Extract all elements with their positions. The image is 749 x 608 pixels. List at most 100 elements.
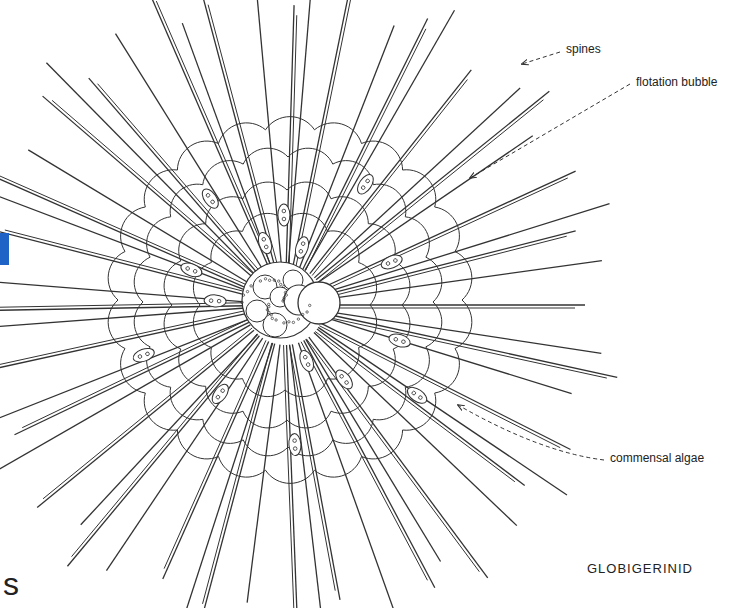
- pore: [250, 285, 252, 287]
- spine: [22, 320, 247, 428]
- spine: [52, 100, 257, 276]
- pore: [285, 294, 287, 296]
- algae-dot: [193, 269, 198, 274]
- pore: [271, 317, 273, 319]
- algae-dot: [365, 178, 370, 183]
- algae-dot: [282, 217, 286, 221]
- spine: [46, 63, 257, 277]
- spine: [306, 339, 441, 561]
- algae-outline: [131, 346, 156, 365]
- spine: [81, 334, 258, 524]
- spine: [290, 345, 323, 608]
- spine: [0, 308, 245, 327]
- spine: [289, 15, 297, 265]
- spine: [28, 150, 251, 284]
- algae-dot: [301, 241, 305, 245]
- algae-dot: [299, 249, 303, 253]
- spine: [288, 0, 311, 265]
- algae-cell: [209, 381, 232, 406]
- algae-outline: [256, 231, 274, 256]
- algae-cell: [293, 235, 311, 260]
- blue-mark: [0, 233, 9, 265]
- pore: [283, 297, 285, 299]
- bubble-outline: [193, 213, 376, 396]
- algae-dot: [339, 374, 344, 379]
- pore: [241, 301, 243, 303]
- pore: [264, 278, 266, 280]
- algae-outline: [354, 172, 376, 197]
- pore: [278, 280, 280, 282]
- pore: [270, 314, 272, 316]
- algae-outline: [204, 294, 227, 307]
- spine: [43, 96, 255, 279]
- algae-dot: [185, 266, 190, 271]
- spine: [301, 342, 427, 581]
- algae-dot: [303, 355, 308, 360]
- spine: [314, 88, 520, 278]
- bubble-outline: [108, 117, 472, 484]
- spine: [321, 171, 575, 288]
- pore: [275, 319, 277, 321]
- algae-dot: [145, 352, 150, 357]
- leader-line: [522, 52, 560, 64]
- algae-outline: [405, 384, 430, 406]
- algae-cell: [199, 186, 221, 211]
- pore: [259, 280, 261, 282]
- pore: [268, 306, 270, 308]
- bubble-outline: [164, 182, 410, 428]
- algae-cell: [288, 433, 302, 456]
- pore: [302, 313, 304, 315]
- pore: [246, 290, 248, 292]
- spine: [0, 325, 250, 474]
- algae-cell: [387, 332, 412, 350]
- spine: [0, 169, 250, 286]
- spine: [43, 328, 252, 499]
- pore: [266, 309, 268, 311]
- algae-dot: [293, 447, 297, 451]
- algae-cell: [179, 260, 204, 279]
- spine: [319, 326, 560, 448]
- spine: [325, 304, 585, 305]
- spine: [0, 320, 248, 423]
- algae-cell: [131, 346, 156, 365]
- algae-dot: [344, 380, 349, 385]
- pore: [283, 322, 285, 324]
- spine: [324, 236, 566, 298]
- spine: [37, 330, 254, 507]
- spine: [293, 0, 353, 266]
- algae-outline: [387, 332, 412, 350]
- algae-outline: [297, 348, 316, 373]
- spine: [321, 323, 571, 449]
- algae-cell: [256, 231, 274, 256]
- spine: [312, 80, 467, 276]
- spine: [306, 339, 479, 572]
- algae-outline: [293, 235, 311, 260]
- spine: [0, 311, 245, 373]
- algae-dot: [262, 237, 267, 242]
- algae-dot: [282, 209, 286, 213]
- leader-line: [470, 84, 630, 178]
- algae-dot: [205, 193, 210, 198]
- pore: [242, 294, 244, 296]
- pore: [292, 321, 294, 323]
- leader-line: [458, 405, 604, 460]
- pore: [273, 279, 275, 281]
- algae-cell: [297, 348, 316, 373]
- algae-outline: [379, 252, 404, 271]
- spine: [67, 336, 259, 567]
- fragment-text: s: [1, 566, 21, 603]
- algae-outline: [333, 367, 356, 392]
- pore: [268, 279, 270, 281]
- spine: [72, 334, 258, 557]
- spine: [180, 343, 272, 608]
- algae-dot: [361, 185, 366, 190]
- spine: [115, 34, 263, 271]
- pore: [288, 321, 290, 323]
- algae-group: [131, 172, 429, 456]
- test-shell: [241, 262, 340, 338]
- pore: [283, 285, 285, 287]
- spine: [325, 308, 575, 309]
- algae-cell: [405, 384, 430, 406]
- algae-cell: [204, 294, 227, 307]
